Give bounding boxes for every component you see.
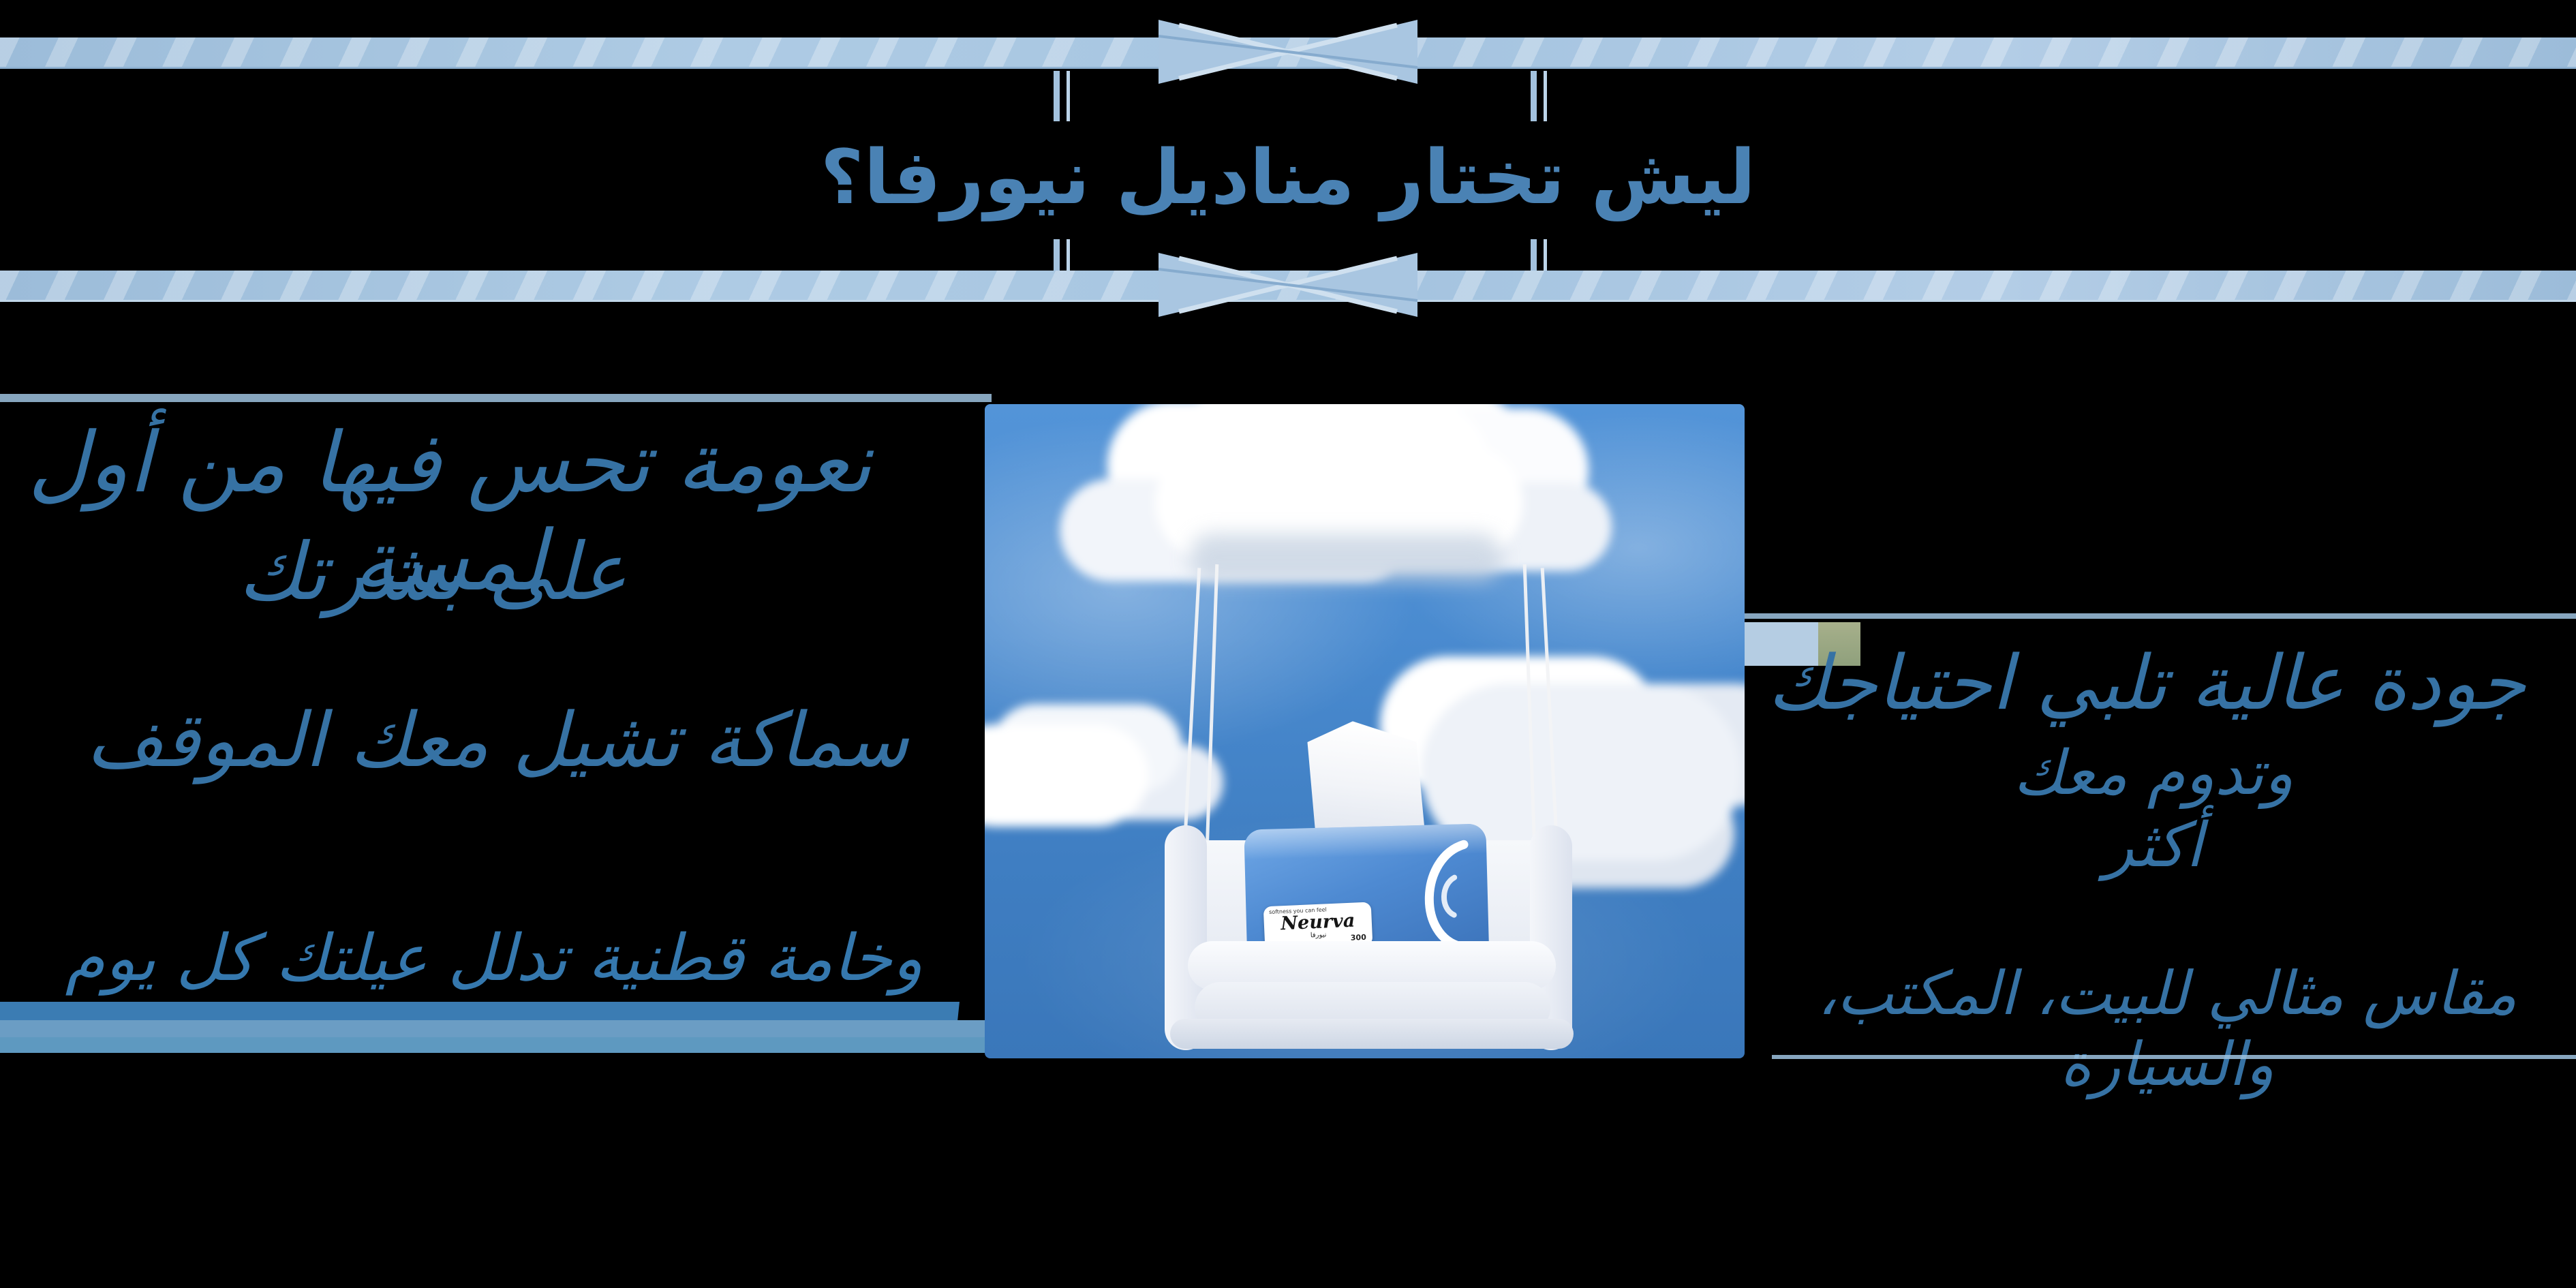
page-title: ليش تختار مناديل نيورفا؟ <box>820 134 1757 221</box>
cloud-left <box>985 724 1148 827</box>
tick-marks-bottom-left <box>1054 239 1070 271</box>
left-benefit-line-2: على بشرتك <box>238 526 628 618</box>
left-underline-band-mid <box>0 1020 992 1037</box>
tick-icon <box>1531 239 1537 271</box>
tick-marks-top-left <box>1054 71 1070 121</box>
ribbon-bow-icon <box>1159 253 1417 317</box>
right-benefit-line-1: جودة عالية تلبي احتياجك <box>1767 639 2526 726</box>
right-benefit-line-3: مقاس مثالي للبيت، المكتب، والسيارة <box>1817 958 2517 1099</box>
brand-swoosh-icon <box>1424 840 1469 951</box>
tick-marks-top-right <box>1531 71 1547 121</box>
bottom-divider-bar <box>0 271 2576 302</box>
tick-icon <box>1054 239 1060 271</box>
right-panel-top-edge <box>1717 613 2576 619</box>
tissue-box: softness you can feel Neurva نيورفا 300 <box>1244 823 1490 973</box>
label-brand-name: Neurva <box>1280 910 1355 935</box>
right-panel-bottom-edge <box>1772 1055 2576 1059</box>
swing-bench-lip <box>1170 1019 1574 1049</box>
tick-icon <box>1067 239 1070 271</box>
left-underline-band-dark <box>0 1002 960 1020</box>
tick-icon <box>1544 239 1547 271</box>
tick-icon <box>1544 71 1547 121</box>
left-underline-band-light <box>0 1037 992 1053</box>
left-benefit-line-4: وخامة قطنية تدلل عيلتك كل يوم <box>65 921 924 996</box>
tick-icon <box>1531 71 1537 121</box>
right-benefit-line-2: وتدوم معك أكثر <box>2013 737 2294 882</box>
tick-icon <box>1054 71 1060 121</box>
top-divider-bar <box>0 37 2576 69</box>
left-benefit-line-1: نعومة تحس فيها من أول لمسة <box>27 414 872 609</box>
product-hero-image: softness you can feel Neurva نيورفا 300 <box>985 404 1745 1058</box>
tick-marks-bottom-right <box>1531 239 1547 271</box>
left-benefit-line-3: سماكة تشيل معك الموقف <box>86 696 909 784</box>
ribbon-bow-icon <box>1159 20 1417 84</box>
cloud-top-shadow <box>1189 534 1503 581</box>
tick-icon <box>1067 71 1070 121</box>
left-panel-top-edge <box>0 394 992 402</box>
right-panel-highlight-strip <box>1818 622 1860 666</box>
